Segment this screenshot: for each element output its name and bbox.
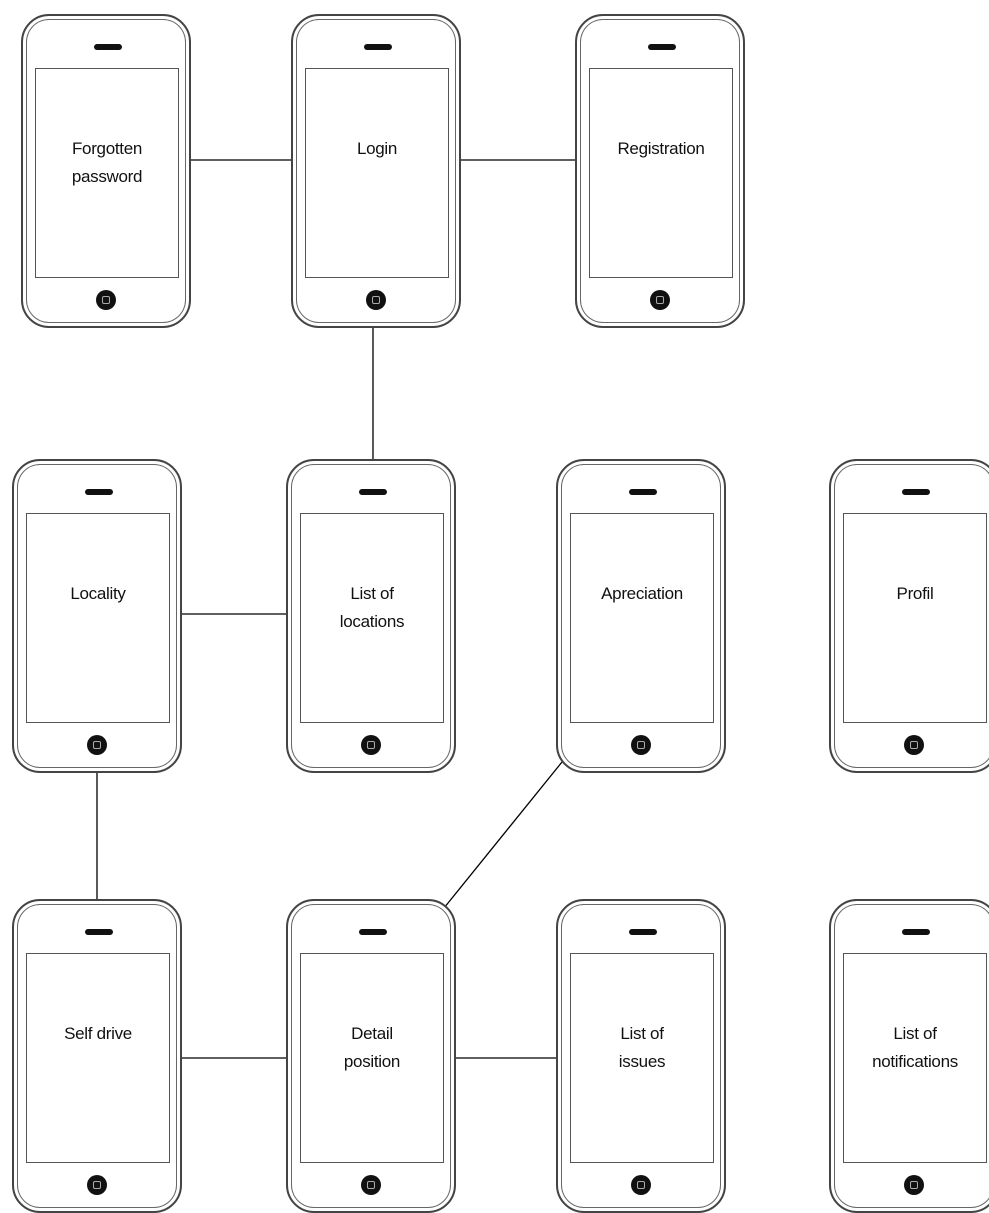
home-button-icon xyxy=(87,1175,107,1195)
home-button-icon xyxy=(904,1175,924,1195)
phone-screen: Forgotten password xyxy=(35,68,179,278)
phone-screen: Apreciation xyxy=(570,513,714,723)
screen-label: Self drive xyxy=(64,1024,132,1043)
screen-label: Profil xyxy=(896,584,934,603)
home-button-icon xyxy=(87,735,107,755)
screen-label: Detail position xyxy=(343,1024,401,1071)
screen-label: Locality xyxy=(70,584,126,603)
screen-list-of-locations: List of locations xyxy=(286,459,456,773)
phone-screen: Profil xyxy=(843,513,987,723)
screen-list-of-issues: List of issues xyxy=(556,899,726,1213)
screen-label: List of notifications xyxy=(872,1024,958,1071)
phone-screen: Self drive xyxy=(26,953,170,1163)
screen-label: Apreciation xyxy=(601,584,683,603)
phone-screen: List of notifications xyxy=(843,953,987,1163)
speaker-icon xyxy=(902,929,930,935)
screen-label: Login xyxy=(356,139,398,158)
screen-list-of-notifications: List of notifications xyxy=(829,899,989,1213)
phone-screen: Detail position xyxy=(300,953,444,1163)
screen-detail-position: Detail position xyxy=(286,899,456,1213)
home-button-icon xyxy=(361,1175,381,1195)
screen-profil: Profil xyxy=(829,459,989,773)
phone-screen: List of issues xyxy=(570,953,714,1163)
home-button-icon xyxy=(650,290,670,310)
speaker-icon xyxy=(85,489,113,495)
screen-apreciation: Apreciation xyxy=(556,459,726,773)
screen-registration: Registration xyxy=(575,14,745,328)
screen-label: Registration xyxy=(617,139,705,158)
speaker-icon xyxy=(629,489,657,495)
speaker-icon xyxy=(902,489,930,495)
speaker-icon xyxy=(364,44,392,50)
screen-label: List of issues xyxy=(618,1024,666,1071)
speaker-icon xyxy=(359,489,387,495)
phone-screen: Login xyxy=(305,68,449,278)
phone-screen: Locality xyxy=(26,513,170,723)
home-button-icon xyxy=(96,290,116,310)
home-button-icon xyxy=(366,290,386,310)
speaker-icon xyxy=(359,929,387,935)
home-button-icon xyxy=(361,735,381,755)
home-button-icon xyxy=(904,735,924,755)
screen-login: Login xyxy=(291,14,461,328)
phone-screen: Registration xyxy=(589,68,733,278)
home-button-icon xyxy=(631,735,651,755)
connector-detail-position-apreciation xyxy=(443,761,563,909)
screen-label: Forgotten password xyxy=(71,139,143,186)
screen-locality: Locality xyxy=(12,459,182,773)
speaker-icon xyxy=(629,929,657,935)
home-button-icon xyxy=(631,1175,651,1195)
screen-self-drive: Self drive xyxy=(12,899,182,1213)
screen-label: List of locations xyxy=(339,584,405,631)
screen-forgotten-password: Forgotten password xyxy=(21,14,191,328)
speaker-icon xyxy=(85,929,113,935)
phone-screen: List of locations xyxy=(300,513,444,723)
speaker-icon xyxy=(648,44,676,50)
speaker-icon xyxy=(94,44,122,50)
